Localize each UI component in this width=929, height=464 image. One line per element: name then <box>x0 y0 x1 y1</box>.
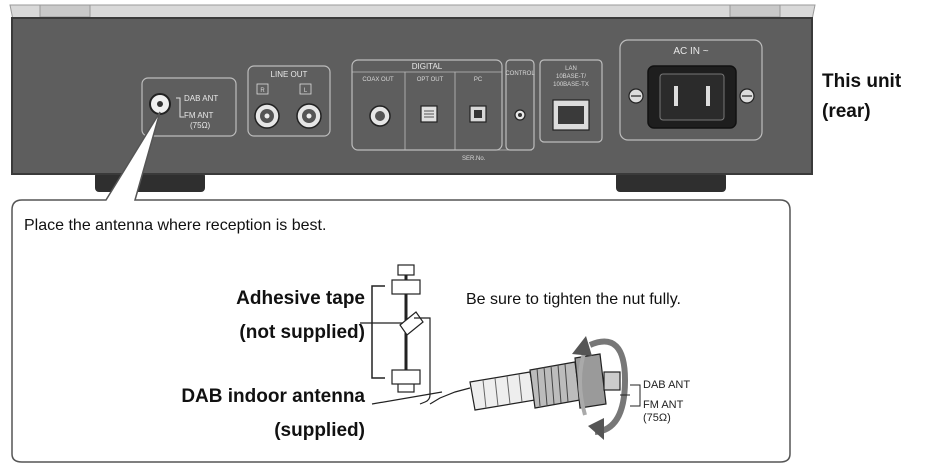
digital-section <box>351 59 503 151</box>
panel-opt-out-label: OPT OUT <box>417 77 444 83</box>
ac-inlet-face <box>659 73 725 121</box>
dab-indoor-antenna-label: DAB indoor antenna <box>181 386 365 407</box>
antenna-bracket <box>176 97 184 118</box>
panel-dab-ant-label: DAB ANT <box>184 94 218 103</box>
panel-ser-no-label: SER.No. <box>462 156 486 162</box>
placement-instruction: Place the antenna where reception is bes… <box>24 217 326 234</box>
adhesive-tape-not-supplied-label: (not supplied) <box>239 322 365 343</box>
antenna-section <box>141 77 237 137</box>
panel-lan-100base-label: 100BASE-TX <box>553 82 589 88</box>
ac-inlet-pin-left <box>674 86 678 106</box>
line-out-section <box>247 65 331 137</box>
panel-line-r-label: R <box>260 88 265 94</box>
dab-indoor-antenna-supplied-label: (supplied) <box>274 420 365 441</box>
rca-r-jack-pin <box>264 113 270 119</box>
connector-fm-ohm-label: (75Ω) <box>643 412 671 424</box>
lan-section <box>539 59 603 143</box>
unit-top-tab-left <box>39 4 91 18</box>
dab-antenna-leader-line <box>371 391 443 405</box>
control-jack-inner <box>518 113 522 117</box>
usb-b-port-inner <box>474 110 482 118</box>
this-unit-label: This unit <box>822 71 902 92</box>
line-r-badge <box>256 83 269 95</box>
connector-dab-ant-label: DAB ANT <box>643 379 690 391</box>
lan-port-inner <box>558 106 584 124</box>
connector-label-bracket <box>630 384 641 407</box>
unit-top-tab-right <box>729 4 781 18</box>
panel-line-out-label: LINE OUT <box>271 70 308 79</box>
panel-lan-10base-label: 10BASE-T/ <box>556 74 586 80</box>
panel-control-label: CONTROL <box>505 71 535 77</box>
unit-foot-right <box>616 172 726 192</box>
panel-pc-label: PC <box>474 77 483 83</box>
adhesive-tape-label: Adhesive tape <box>236 288 365 309</box>
antenna-socket-core <box>157 101 163 107</box>
panel-fm-ant-label: FM ANT <box>184 111 213 120</box>
panel-coax-out-label: COAX OUT <box>362 77 394 83</box>
panel-digital-label: DIGITAL <box>412 62 443 71</box>
rca-l-jack-pin <box>306 113 312 119</box>
antenna-wire-illustration <box>360 264 431 405</box>
tighten-rotation-arrow-icon <box>572 336 629 440</box>
control-section <box>505 59 535 151</box>
connector-fm-ant-label: FM ANT <box>643 399 684 411</box>
panel-fm-ohm-label: (75Ω) <box>190 121 211 130</box>
ac-in-section <box>619 39 763 141</box>
ac-inlet-pin-right <box>706 86 710 106</box>
line-l-badge <box>299 83 312 95</box>
panel-line-l-label: L <box>304 88 308 94</box>
this-unit-rear-label: (rear) <box>822 101 871 122</box>
panel-lan-label: LAN <box>565 66 577 72</box>
tighten-nut-note: Be sure to tighten the nut fully. <box>466 291 681 308</box>
coax-jack-inner <box>375 111 385 121</box>
panel-ac-in-label: AC IN ~ <box>673 46 708 57</box>
